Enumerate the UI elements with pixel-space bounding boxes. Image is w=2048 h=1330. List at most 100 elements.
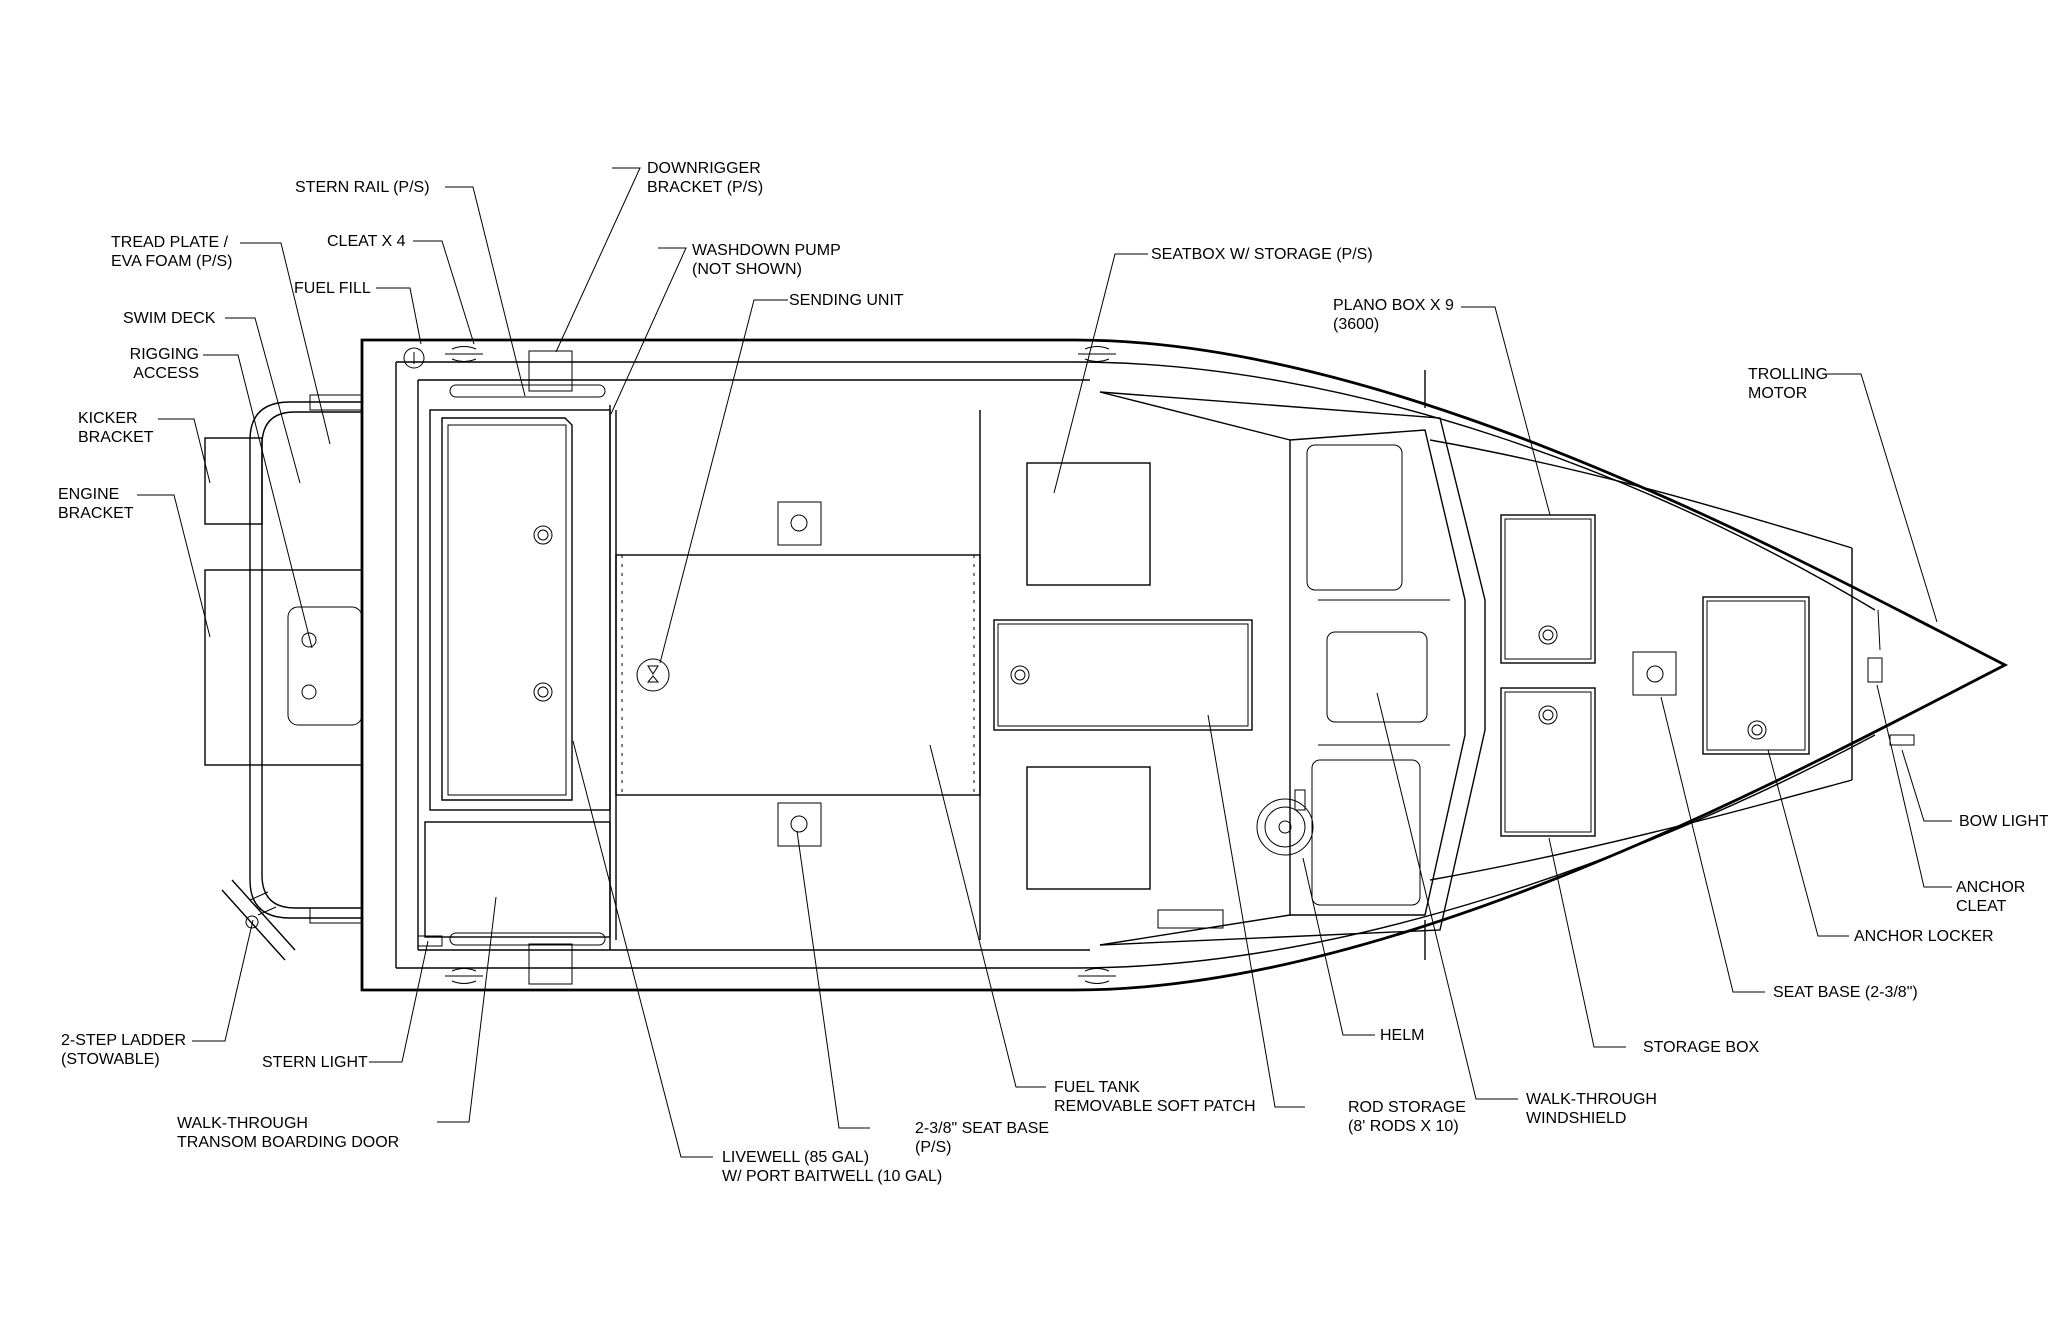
label-engine-bracket: ENGINE BRACKET — [58, 486, 134, 522]
hull-outline — [360, 338, 2009, 992]
callout-line: W/ PORT BAITWELL (10 GAL) — [722, 1168, 942, 1185]
cleat-group — [445, 346, 1116, 984]
latch-icon — [1747, 720, 1767, 740]
callout-line: BRACKET — [58, 505, 134, 522]
downrigger-bracket-bottom — [528, 943, 573, 985]
label-plano-box: PLANO BOX X 9 (3600) — [1333, 297, 1454, 333]
callout-line: TREAD PLATE / — [111, 234, 229, 251]
label-walk-through-door: WALK-THROUGH TRANSOM BOARDING DOOR — [177, 1115, 399, 1151]
callout-line: FUEL TANK — [1054, 1079, 1140, 1096]
callout-line: 2-3/8" SEAT BASE — [915, 1120, 1049, 1137]
callout-line: WALK-THROUGH — [177, 1115, 308, 1132]
latch-icon — [1538, 705, 1558, 725]
callout-line: TRANSOM BOARDING DOOR — [177, 1134, 399, 1151]
callout-line: REMOVABLE SOFT PATCH — [1054, 1098, 1256, 1115]
callout-line: STERN LIGHT — [262, 1054, 368, 1071]
stern-light-icon — [417, 935, 443, 947]
latch-icon — [533, 525, 553, 545]
label-helm: HELM — [1380, 1027, 1424, 1044]
transom — [395, 362, 1090, 968]
callout-line: CLEAT X 4 — [327, 233, 406, 250]
callout-line: BRACKET (P/S) — [647, 179, 763, 196]
leader-lines — [137, 167, 1952, 1158]
sending-unit-icon — [636, 658, 670, 692]
label-cleat: CLEAT X 4 — [327, 233, 406, 250]
callout-line: MOTOR — [1748, 385, 1807, 402]
callout-line: WASHDOWN PUMP — [692, 242, 841, 259]
deck-panel — [615, 410, 981, 940]
callout-line: KICKER — [78, 410, 138, 427]
callout-line: SENDING UNIT — [789, 292, 904, 309]
label-rigging-access: RIGGING ACCESS — [130, 346, 199, 382]
downrigger-bracket-top — [528, 350, 573, 392]
label-livewell: LIVEWELL (85 GAL) W/ PORT BAITWELL (10 GA… — [722, 1149, 942, 1185]
throttle — [1157, 909, 1224, 929]
callout-line: SEAT BASE (2-3/8") — [1773, 984, 1918, 1001]
label-tread-plate: TREAD PLATE / EVA FOAM (P/S) — [111, 234, 233, 270]
callout-line: SWIM DECK — [123, 310, 216, 327]
callout-line: HELM — [1380, 1027, 1424, 1044]
callout-line: TROLLING — [1748, 366, 1828, 383]
livewell — [429, 409, 611, 811]
label-two-step-ladder: 2-STEP LADDER (STOWABLE) — [61, 1032, 186, 1068]
callout-line: WALK-THROUGH — [1526, 1091, 1657, 1108]
latch-icon — [533, 682, 553, 702]
latch-icon — [1010, 665, 1030, 685]
label-sending-unit: SENDING UNIT — [789, 292, 904, 309]
callout-line: BOW LIGHT — [1959, 813, 2048, 830]
label-stern-rail: STERN RAIL (P/S) — [295, 179, 430, 196]
seat-base — [1632, 651, 1677, 696]
label-rod-storage: ROD STORAGE(8' RODS X 10) — [1348, 1099, 1466, 1135]
callout-line: (NOT SHOWN) — [692, 261, 802, 278]
callout-line: ACCESS — [133, 365, 199, 382]
callout-line: STERN RAIL (P/S) — [295, 179, 430, 196]
label-bow-light: BOW LIGHT — [1959, 813, 2048, 830]
callout-line: (3600) — [1333, 316, 1379, 333]
callout-line: BRACKET — [78, 429, 154, 446]
latch-icon — [1538, 625, 1558, 645]
callout-line: PLANO BOX X 9 — [1333, 297, 1454, 314]
label-fuel-tank: FUEL TANK REMOVABLE SOFT PATCH — [1054, 1079, 1256, 1115]
label-washdown-pump: WASHDOWN PUMP (NOT SHOWN) — [692, 242, 841, 278]
callout-line: ANCHOR LOCKER — [1854, 928, 1994, 945]
callout-line: (P/S) — [915, 1139, 951, 1156]
callout-line: (STOWABLE) — [61, 1051, 160, 1068]
label-kicker-bracket: KICKER BRACKET — [78, 410, 154, 446]
anchor-cleat-icon — [1867, 657, 1883, 683]
callout-line: FUEL FILL — [294, 280, 371, 297]
label-trolling-motor: TROLLING MOTOR — [1748, 366, 1828, 402]
transom-door — [424, 821, 611, 938]
callout-line: ENGINE — [58, 486, 119, 503]
plano-storage — [1500, 514, 1596, 837]
helm-wheel-icon — [1256, 789, 1314, 856]
label-anchor-cleat: ANCHOR CLEAT — [1956, 879, 2025, 915]
cleat-icon — [445, 346, 483, 362]
label-stern-light: STERN LIGHT — [262, 1054, 368, 1071]
swim-deck — [204, 394, 363, 924]
trolling-motor-mount — [1877, 609, 1881, 651]
ladder — [221, 879, 296, 961]
callout-line: EVA FOAM (P/S) — [111, 253, 233, 270]
anchor-locker — [1702, 596, 1810, 755]
callout-line: SEATBOX W/ STORAGE (P/S) — [1151, 246, 1373, 263]
seat-base-hole — [1646, 665, 1664, 683]
callout-line: CLEAT — [1956, 898, 2007, 915]
callout-line: RIGGING — [130, 346, 199, 363]
fuel-fill-icon — [403, 347, 425, 369]
callout-line: LIVEWELL (85 GAL) — [722, 1149, 869, 1166]
cleat-icon — [1078, 346, 1116, 362]
label-swim-deck: SWIM DECK — [123, 310, 216, 327]
label-seat-base-left: 2-3/8" SEAT BASE (P/S) — [915, 1120, 1049, 1156]
bow-light-icon — [1889, 734, 1915, 746]
cleat-icon — [445, 968, 483, 984]
label-fuel-fill: FUEL FILL — [294, 280, 371, 297]
callout-line: 2-STEP LADDER — [61, 1032, 186, 1049]
label-storage-box: STORAGE BOX — [1643, 1039, 1760, 1056]
callout-line: ANCHOR — [1956, 879, 2025, 896]
label-seatbox: SEATBOX W/ STORAGE (P/S) — [1151, 246, 1373, 263]
label-seat-base-right: SEAT BASE (2-3/8") — [1773, 984, 1918, 1001]
